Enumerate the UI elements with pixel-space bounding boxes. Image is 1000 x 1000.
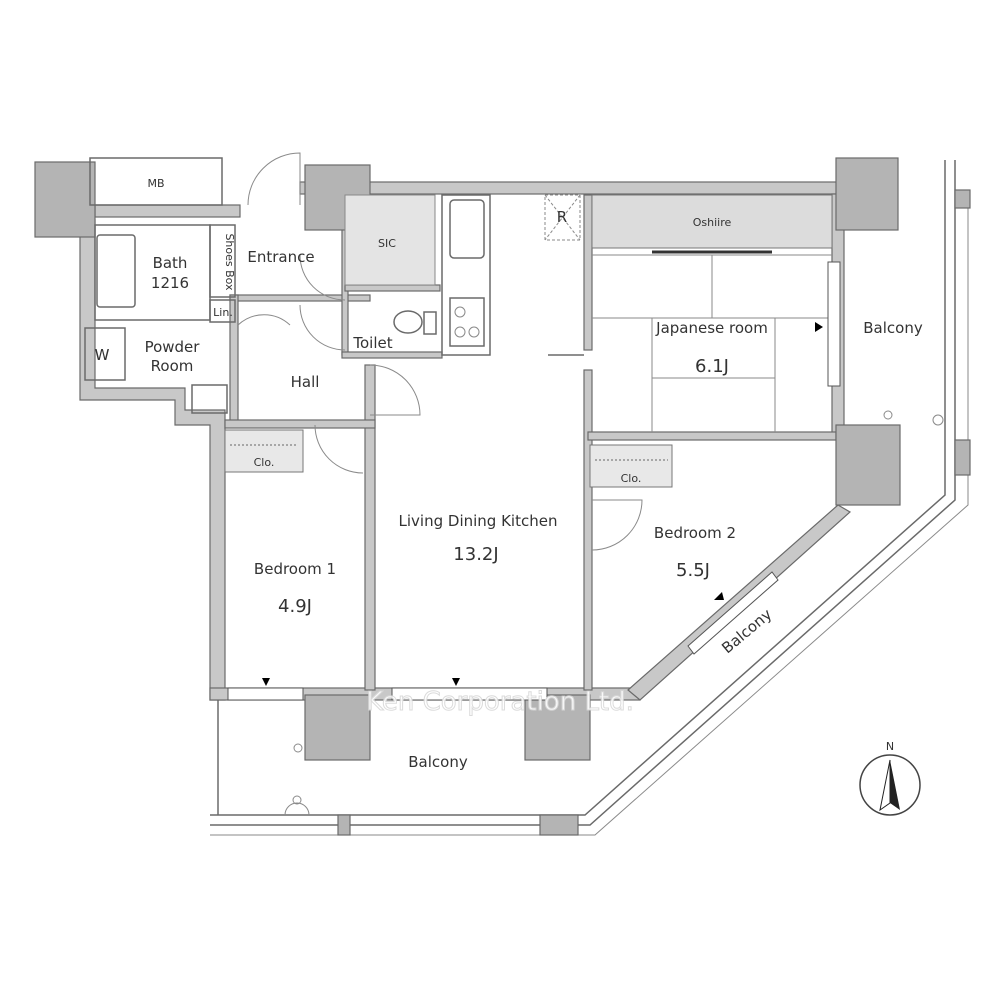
mb-label: MB: [147, 177, 164, 190]
sic-label: SIC: [378, 237, 396, 250]
japanese-room-label: Japanese room: [655, 319, 768, 337]
bedroom1-size: 4.9J: [278, 596, 312, 617]
entrance-label: Entrance: [247, 248, 314, 266]
balcony-railing: [210, 160, 971, 836]
bedroom2-label: Bedroom 2: [654, 524, 736, 542]
closet-label-bedroom2: Clo.: [621, 472, 642, 485]
balcony-label-east: Balcony: [863, 319, 923, 337]
bath-size-label: 1216: [151, 274, 189, 292]
powder-room-label-2: Room: [151, 357, 194, 375]
closet-label-bedroom1: Clo.: [254, 456, 275, 469]
balcony-label-south: Balcony: [408, 753, 468, 771]
refrigerator-label: R: [557, 208, 567, 226]
bedroom2-size: 5.5J: [676, 560, 710, 581]
shoes-box-label: Shoes Box: [223, 233, 236, 291]
ldk-size: 13.2J: [453, 544, 498, 565]
powder-room-label-1: Powder: [145, 338, 201, 356]
japanese-room-size: 6.1J: [695, 356, 729, 377]
washer-label: W: [95, 346, 110, 364]
linen-label: Lin.: [213, 306, 233, 319]
toilet-label: Toilet: [352, 334, 392, 352]
walls: [79, 181, 852, 701]
bedroom1-label: Bedroom 1: [254, 560, 336, 578]
fixtures: [84, 152, 841, 701]
bath-label: Bath: [153, 254, 188, 272]
ldk-label: Living Dining Kitchen: [399, 512, 558, 530]
watermark: Ken Corporation Ltd.: [366, 687, 634, 717]
north-compass-icon: N: [859, 740, 921, 816]
compass-north-label: N: [886, 740, 894, 753]
hall-label: Hall: [291, 373, 320, 391]
oshiire-label: Oshiire: [693, 216, 732, 229]
